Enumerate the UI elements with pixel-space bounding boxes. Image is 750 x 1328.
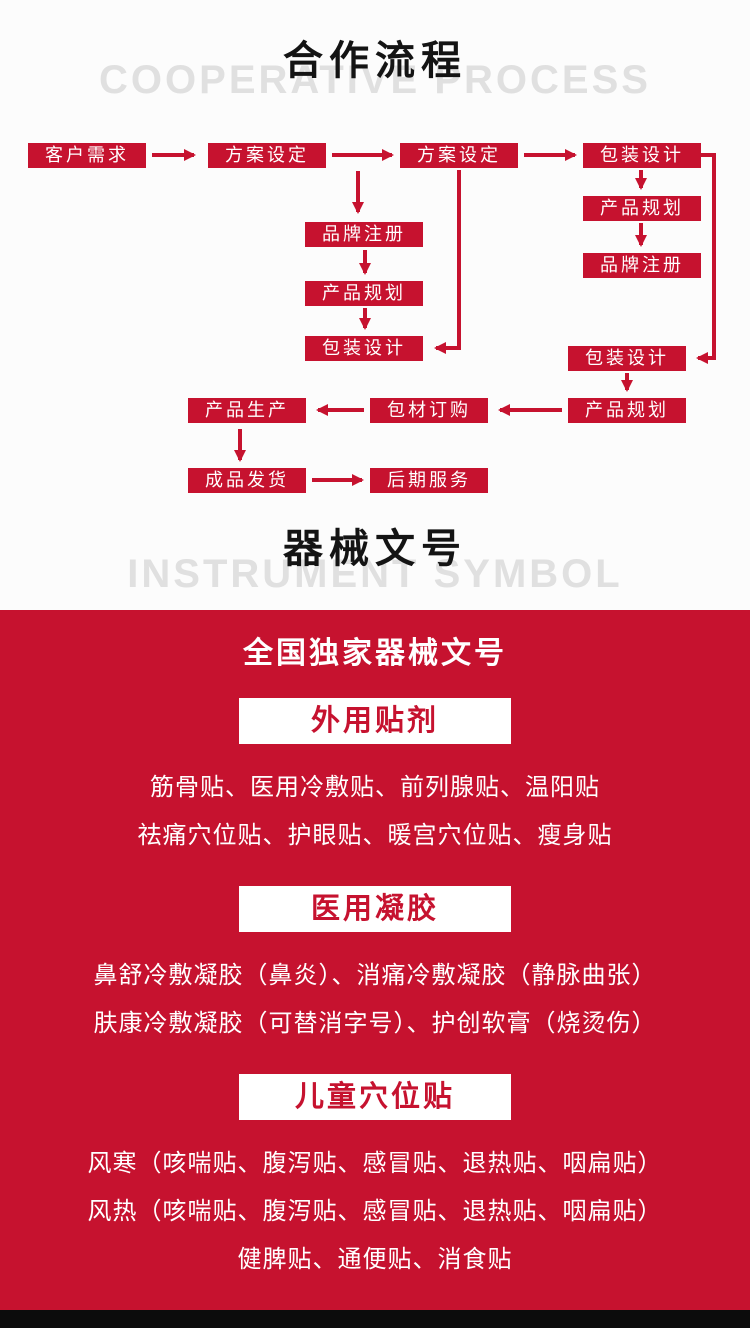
flow-box-material-order: 包材订购 bbox=[370, 398, 488, 423]
section1-watermark: COOPERATIVE PROCESS bbox=[99, 58, 651, 102]
flow-box-brand-register-right: 品牌注册 bbox=[583, 253, 701, 278]
product-line: 鼻舒冷敷凝胶（鼻炎）、消痛冷敷凝胶（静脉曲张） bbox=[93, 962, 657, 989]
flowchart-connectors bbox=[152, 149, 716, 486]
category-products-children-patch: 风寒（咳喘贴、腹泻贴、感冒贴、退热贴、咽扁贴） 风热（咳喘贴、腹泻贴、感冒贴、退… bbox=[0, 1140, 750, 1284]
flow-connector bbox=[696, 153, 716, 364]
flow-box-package-design-lower: 包装设计 bbox=[568, 346, 686, 371]
flow-box-product-plan-lower: 产品规划 bbox=[568, 398, 686, 423]
flow-box-package-design-mid: 包装设计 bbox=[305, 336, 423, 361]
flow-box-delivery: 成品发货 bbox=[188, 468, 306, 493]
license-heading: 全国独家器械文号 bbox=[243, 637, 507, 670]
flow-box-customer-need: 客户需求 bbox=[28, 143, 146, 168]
product-line: 风热（咳喘贴、腹泻贴、感冒贴、退热贴、咽扁贴） bbox=[87, 1198, 663, 1225]
product-line: 风寒（咳喘贴、腹泻贴、感冒贴、退热贴、咽扁贴） bbox=[87, 1150, 663, 1177]
product-line: 健脾贴、通便贴、消食贴 bbox=[237, 1246, 513, 1273]
flow-box-plan-setting-2: 方案设定 bbox=[400, 143, 518, 168]
device-license-section: 全国独家器械文号 外用贴剂 筋骨贴、医用冷敷贴、前列腺贴、温阳贴 祛痛穴位贴、护… bbox=[0, 610, 750, 1310]
category-pill-children-patch: 儿童穴位贴 bbox=[239, 1074, 511, 1120]
section2-watermark: INSTRUMENT SYMBOL bbox=[127, 552, 623, 596]
bottom-bar bbox=[0, 1310, 750, 1328]
product-line: 祛痛穴位贴、护眼贴、暖宫穴位贴、瘦身贴 bbox=[137, 822, 613, 849]
flow-box-brand-register-mid: 品牌注册 bbox=[305, 222, 423, 247]
section2-title: 器械文号 bbox=[283, 527, 467, 571]
flow-box-plan-setting-1: 方案设定 bbox=[208, 143, 326, 168]
cooperation-flowchart: 客户需求 方案设定 方案设定 包装设计 品牌注册 产品规划 包装设计 产品规划 … bbox=[0, 0, 750, 520]
category-products-medical-gel: 鼻舒冷敷凝胶（鼻炎）、消痛冷敷凝胶（静脉曲张） 肤康冷敷凝胶（可替消字号）、护创… bbox=[0, 952, 750, 1048]
category-products-external-patch: 筋骨贴、医用冷敷贴、前列腺贴、温阳贴 祛痛穴位贴、护眼贴、暖宫穴位贴、瘦身贴 bbox=[0, 764, 750, 860]
flow-box-after-service: 后期服务 bbox=[370, 468, 488, 493]
product-line: 筋骨贴、医用冷敷贴、前列腺贴、温阳贴 bbox=[150, 774, 600, 801]
flow-box-package-design-top: 包装设计 bbox=[583, 143, 701, 168]
section1-title: 合作流程 bbox=[283, 39, 467, 83]
flow-box-production: 产品生产 bbox=[188, 398, 306, 423]
product-line: 肤康冷敷凝胶（可替消字号）、护创软膏（烧烫伤） bbox=[93, 1010, 657, 1037]
flow-box-product-plan-right: 产品规划 bbox=[583, 196, 701, 221]
category-pill-external-patch: 外用贴剂 bbox=[239, 698, 511, 744]
category-pill-medical-gel: 医用凝胶 bbox=[239, 886, 511, 932]
flow-connector bbox=[434, 170, 461, 354]
flow-box-product-plan-mid: 产品规划 bbox=[305, 281, 423, 306]
